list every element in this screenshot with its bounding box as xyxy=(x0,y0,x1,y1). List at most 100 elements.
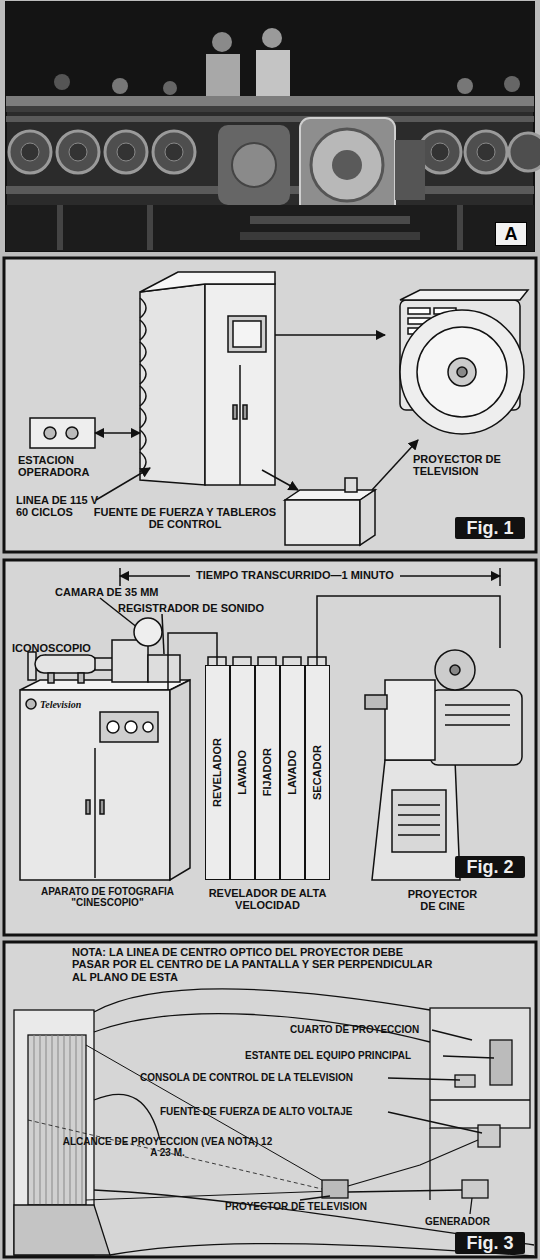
equipment-label: ESTACION OPERADORA xyxy=(18,454,98,479)
figure-2-panel xyxy=(365,695,387,709)
figure-3-panel xyxy=(470,1198,472,1214)
photo-panel xyxy=(6,2,534,251)
figure-2-panel xyxy=(372,760,460,880)
figure-2-panel xyxy=(26,699,36,709)
callout-label: TIEMPO TRANSCURRIDO—1 MINUTO xyxy=(190,569,400,581)
figure-2-panel xyxy=(430,690,522,765)
figure-3-panel xyxy=(388,1112,482,1133)
figure-2-panel xyxy=(134,618,162,646)
figure-3-panel xyxy=(4,942,536,1257)
figure-3-panel xyxy=(300,1196,330,1200)
connector-line xyxy=(168,633,217,690)
equipment-label: FUENTE DE FUERZA Y TABLEROS DE CONTROL xyxy=(85,506,285,531)
figure-3-panel xyxy=(94,1094,160,1140)
photo-panel xyxy=(311,129,383,201)
figure-3-panel xyxy=(432,1030,472,1040)
photo-panel xyxy=(69,143,87,161)
figure-3-panel xyxy=(443,1056,494,1058)
equipment-label: APARATO DE FOTOGRAFIA "CINESCOPIO" xyxy=(20,886,195,909)
figure-1-panel xyxy=(96,468,150,500)
figure-number: Fig. 3 xyxy=(455,1232,525,1254)
figure-3-panel xyxy=(430,1099,530,1100)
figure-3-panel xyxy=(94,1014,430,1042)
photo-panel xyxy=(431,143,449,161)
figure-1-panel xyxy=(4,258,536,552)
figure-2-panel xyxy=(170,680,190,880)
photo-panel xyxy=(6,2,540,251)
figure-2-panel xyxy=(4,560,536,935)
figure-2-panel xyxy=(35,655,97,673)
photo-panel xyxy=(57,131,99,173)
figure-2-panel xyxy=(499,568,501,586)
figure-2-panel xyxy=(20,690,170,880)
tank-box: REVELADOR xyxy=(205,665,230,880)
figure-1-panel xyxy=(400,290,528,300)
figure-1-panel xyxy=(66,427,78,439)
equipment-label: REVELADOR DE ALTA VELOCIDAD xyxy=(195,887,340,912)
photo-panel xyxy=(57,205,63,250)
equipment-box: PROYECTOR DE TELEVISION xyxy=(385,288,530,443)
figure-2-panel xyxy=(4,560,536,935)
photo-panel xyxy=(165,143,183,161)
figure-2-panel xyxy=(435,650,475,690)
photo-panel xyxy=(6,2,534,97)
figure-1-panel xyxy=(228,316,266,352)
equipment-box: FUENTE DE FUERZA Y TABLEROS DE CONTROL xyxy=(140,270,275,485)
photo-panel xyxy=(163,81,177,95)
figure-2-panel xyxy=(107,721,119,733)
figure-2-panel xyxy=(398,805,440,835)
figure-1-panel xyxy=(233,405,237,419)
photo-panel xyxy=(117,143,135,161)
callout-label: ESTANTE DEL EQUIPO PRINCIPAL xyxy=(245,1050,411,1061)
photo-panel xyxy=(206,54,240,98)
figure-1-panel xyxy=(140,272,275,292)
figure-2-panel xyxy=(148,655,180,682)
figure-1-panel xyxy=(44,427,56,439)
figure-1-panel xyxy=(30,418,95,448)
figure-1-panel xyxy=(262,470,298,490)
equipment-box: ESTACION OPERADORA xyxy=(30,418,95,448)
callout-label: ICONOSCOPIO xyxy=(12,642,91,654)
equipment-label: PROYECTOR DE CINE xyxy=(400,888,485,913)
photo-panel xyxy=(9,131,51,173)
figure-3-panel xyxy=(462,1180,488,1198)
photo-panel xyxy=(262,28,282,48)
figure-2-panel xyxy=(112,640,148,682)
callout-label: ALCANCE DE PROYECCION (VEA NOTA) 12 A 23… xyxy=(60,1136,275,1159)
tank-label: REVELADOR xyxy=(211,738,223,807)
photo-panel xyxy=(332,150,362,180)
tank-box: SECADOR xyxy=(305,665,330,880)
figure-1-panel xyxy=(400,310,524,434)
figure-2-panel xyxy=(100,800,104,814)
figure-1-panel xyxy=(360,490,375,545)
figure-3-panel xyxy=(94,989,430,1012)
callout-label: LINEA DE 115 V 60 CICLOS xyxy=(16,494,108,519)
figure-1-panel xyxy=(243,405,247,419)
tank-label: LAVADO xyxy=(236,750,248,795)
equipment-label: PROYECTOR DE TELEVISION xyxy=(413,453,523,478)
photo-panel xyxy=(240,232,420,240)
figure-3-panel xyxy=(322,1180,348,1198)
figure-1-panel xyxy=(4,258,536,552)
figure-3-panel xyxy=(86,1191,332,1200)
figure-3-panel xyxy=(388,1078,460,1080)
photo-panel xyxy=(54,74,70,90)
figure-1-panel xyxy=(239,365,241,485)
figure-number: Fig. 1 xyxy=(455,517,525,539)
photo-panel xyxy=(147,205,153,250)
figure-2-panel xyxy=(100,712,158,742)
photo-panel xyxy=(395,140,425,200)
figure-2-panel xyxy=(86,800,90,814)
figure-3-panel xyxy=(14,1205,110,1255)
photo-panel xyxy=(6,116,534,122)
callout-label: GENERADOR xyxy=(425,1216,490,1227)
photo-panel xyxy=(465,131,507,173)
tank-label: LAVADO xyxy=(286,750,298,795)
figure-1-panel xyxy=(345,478,357,492)
panel-letter: A xyxy=(495,222,527,246)
figure-2-panel xyxy=(445,705,510,725)
connector-line xyxy=(275,334,385,336)
photo-panel xyxy=(457,205,463,250)
